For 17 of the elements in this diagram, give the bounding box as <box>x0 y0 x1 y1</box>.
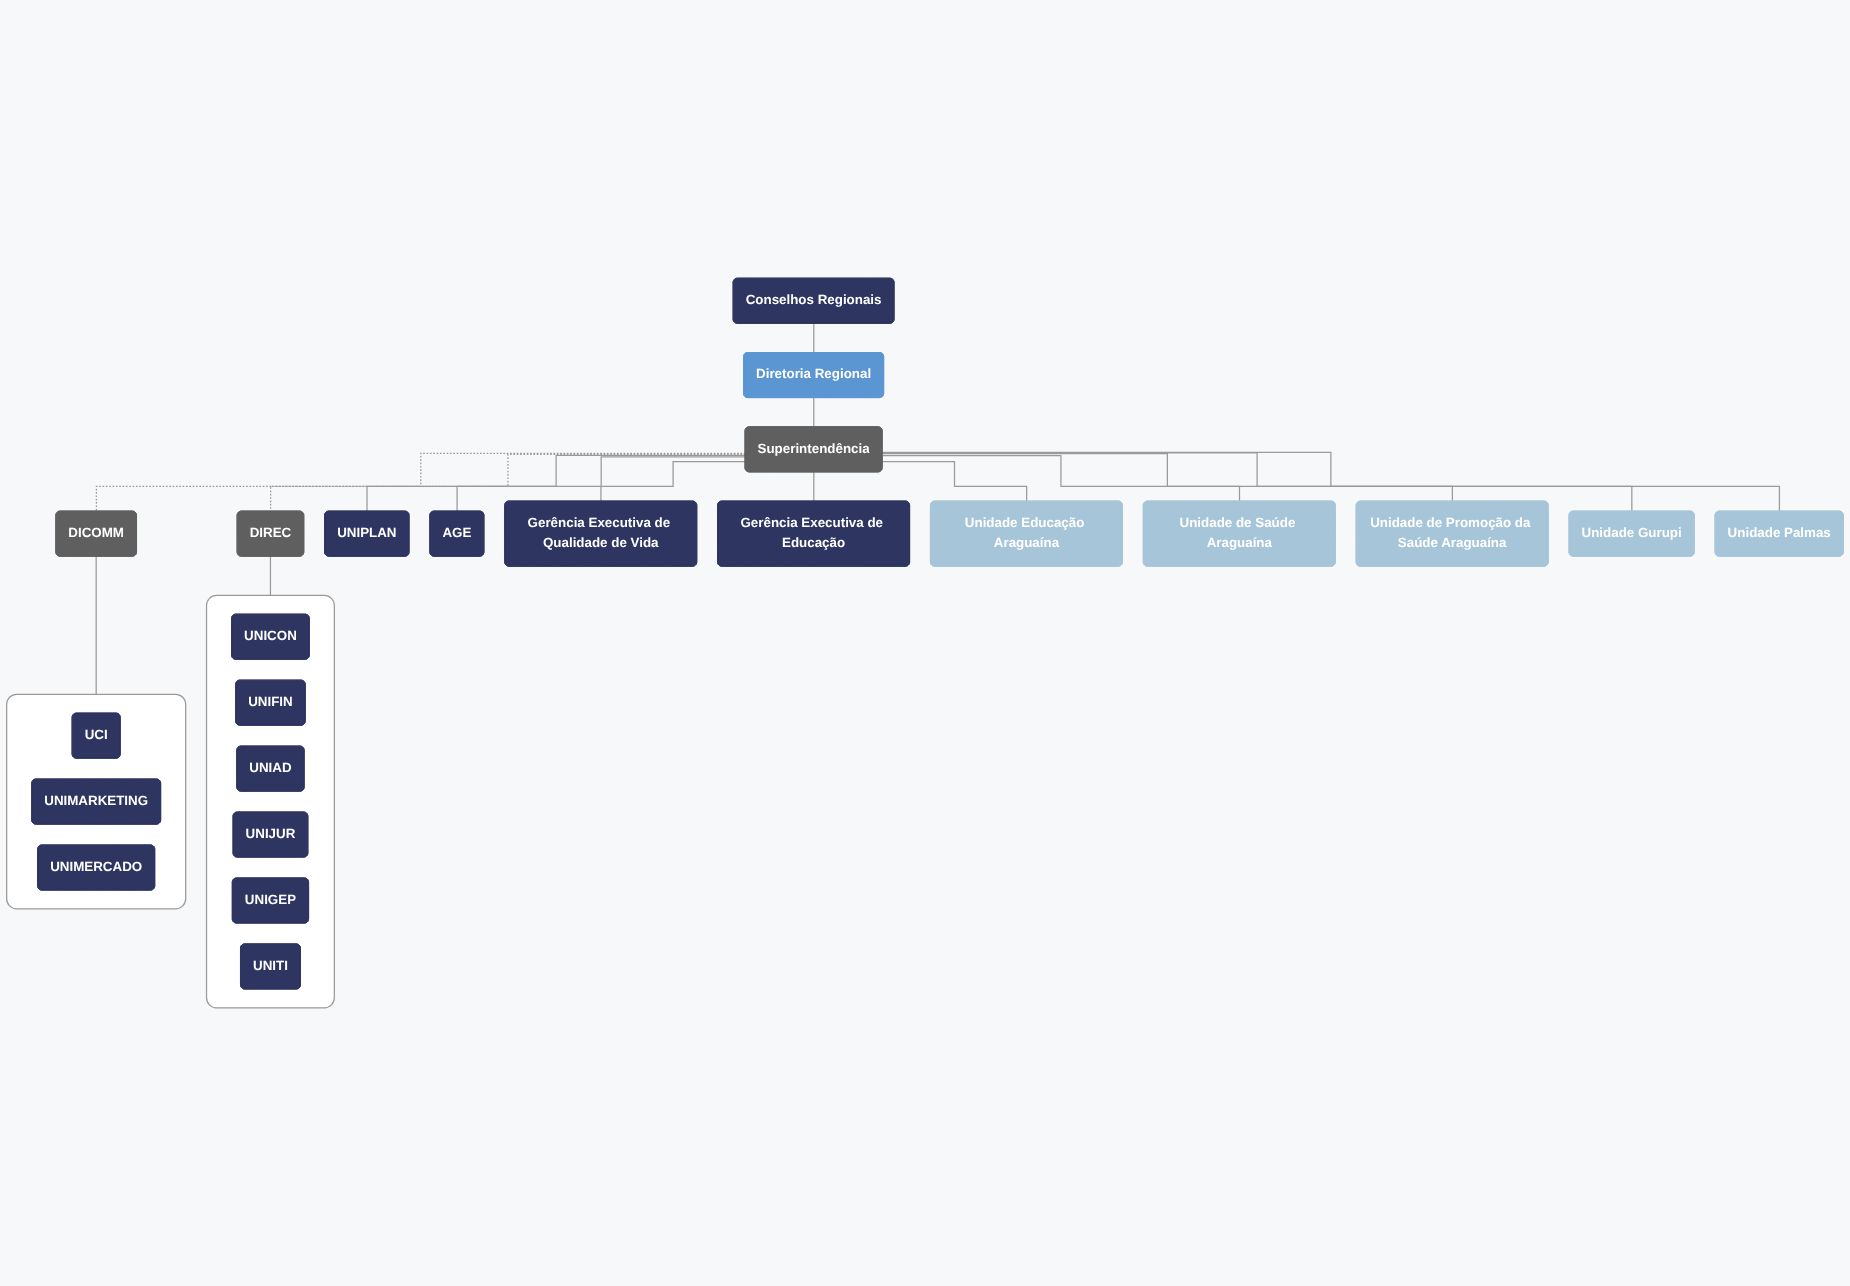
connector <box>881 461 1028 503</box>
connector <box>813 397 815 428</box>
cluster <box>205 594 335 1009</box>
connector <box>366 454 747 513</box>
connector <box>269 555 272 597</box>
connector <box>456 456 747 513</box>
connector <box>881 451 1781 513</box>
connector <box>270 453 747 513</box>
cluster <box>6 693 187 910</box>
connector <box>95 555 97 695</box>
connector <box>813 471 815 503</box>
connector <box>881 453 1454 503</box>
connector <box>600 461 747 503</box>
connector <box>881 452 1633 513</box>
connector <box>813 323 815 354</box>
connector <box>95 452 747 513</box>
connector <box>881 455 1241 503</box>
